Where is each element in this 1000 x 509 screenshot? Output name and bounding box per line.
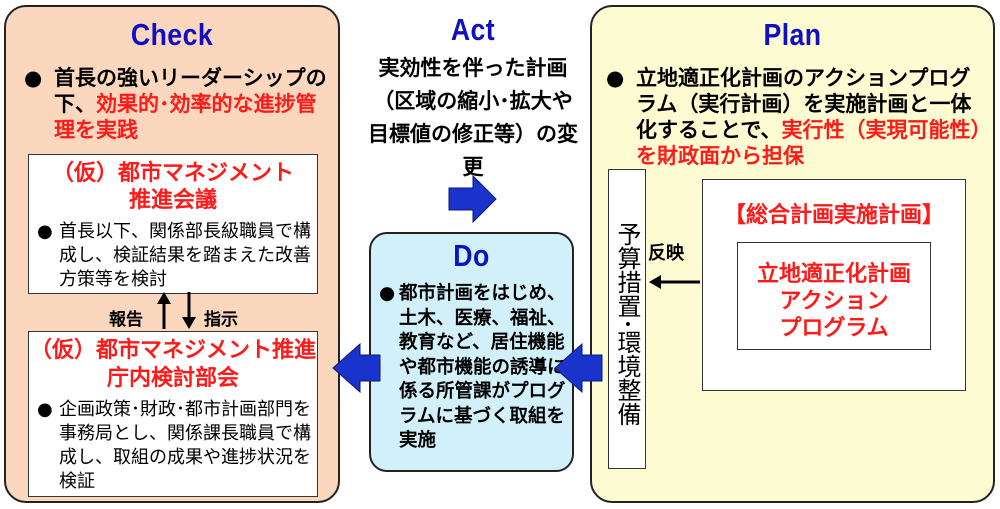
bullet-icon: ●	[379, 283, 396, 304]
act-title: Act	[450, 12, 496, 47]
comprehensive-plan-title: 【総合計画実施計画】	[723, 203, 944, 228]
check-title: Check	[130, 17, 214, 52]
budget-measures-box: 予算措置･環境整備	[608, 169, 646, 469]
check-intro-text: 首長の強いリーダーシップの下、	[54, 66, 327, 116]
action-program-line3: プログラム	[779, 316, 889, 341]
bullet-icon: ●	[37, 399, 53, 420]
report-label: 報告	[109, 310, 143, 330]
act-description: 実効性を伴った計画（区域の縮小･拡大や目標値の修正等）の変更	[368, 56, 578, 179]
plan-title: Plan	[763, 17, 822, 52]
plan-intro-text: 立地適正化計画のアクションプログラム（実行計画）を実施計画と一体化することで、	[636, 66, 972, 142]
plan-intro: ● 立地適正化計画のアクションプログラム（実行計画）を実施計画と一体化することで…	[606, 65, 984, 169]
do-description: ● 都市計画をはじめ、土木、医療、福祉、教育など、居住機能や都市機能の誘導に係る…	[379, 283, 566, 451]
instruct-label: 指示	[204, 310, 238, 330]
internal-study-group-description: ● 企画政策･財政･都市計画部門を事務局とし、関係課長職員で構成し、取組の成果や…	[37, 399, 311, 492]
plan-panel: Plan ● 立地適正化計画のアクションプログラム（実行計画）を実施計画と一体化…	[590, 5, 995, 503]
check-intro-emphasis: 効果的･効率的な進捗管理を実践	[54, 92, 317, 142]
internal-study-group-box: （仮）都市マネジメント推進 庁内検討部会 ● 企画政策･財政･都市計画部門を事務…	[28, 331, 318, 497]
plan-intro-emphasis: 実行性（実現可能性）を財政面から担保	[636, 118, 982, 168]
action-program-line1: 立地適正化計画	[756, 262, 911, 287]
action-program-box: 立地適正化計画 アクション プログラム	[737, 242, 931, 350]
bullet-icon: ●	[24, 66, 43, 90]
internal-study-group-title-line2: 庁内検討部会	[106, 366, 239, 391]
management-council-description: ● 首長以下、関係部長級職員で構成し、検証結果を踏まえた改善方策等を検討	[37, 221, 311, 290]
management-council-title-line1: （仮）都市マネジメント	[51, 161, 294, 186]
management-council-box: （仮）都市マネジメント 推進会議 ● 首長以下、関係部長級職員で構成し、検証結果…	[28, 154, 318, 294]
check-intro: ● 首長の強いリーダーシップの下、効果的･効率的な進捗管理を実践	[24, 65, 329, 143]
bullet-icon: ●	[37, 221, 53, 242]
bullet-icon: ●	[606, 66, 625, 90]
comprehensive-plan-box: 【総合計画実施計画】 立地適正化計画 アクション プログラム	[702, 179, 966, 391]
budget-measures-label: 予算措置･環境整備	[613, 222, 641, 426]
check-panel: Check ● 首長の強いリーダーシップの下、効果的･効率的な進捗管理を実践 （…	[4, 5, 340, 503]
do-panel: Do ● 都市計画をはじめ、土木、医療、福祉、教育など、居住機能や都市機能の誘導…	[369, 232, 574, 472]
internal-study-group-title-line1: （仮）都市マネジメント推進	[29, 338, 316, 363]
management-council-title-line2: 推進会議	[128, 188, 217, 213]
reflect-label: 反映	[648, 243, 684, 264]
do-title: Do	[453, 238, 490, 273]
action-program-line2: アクション	[779, 289, 889, 314]
